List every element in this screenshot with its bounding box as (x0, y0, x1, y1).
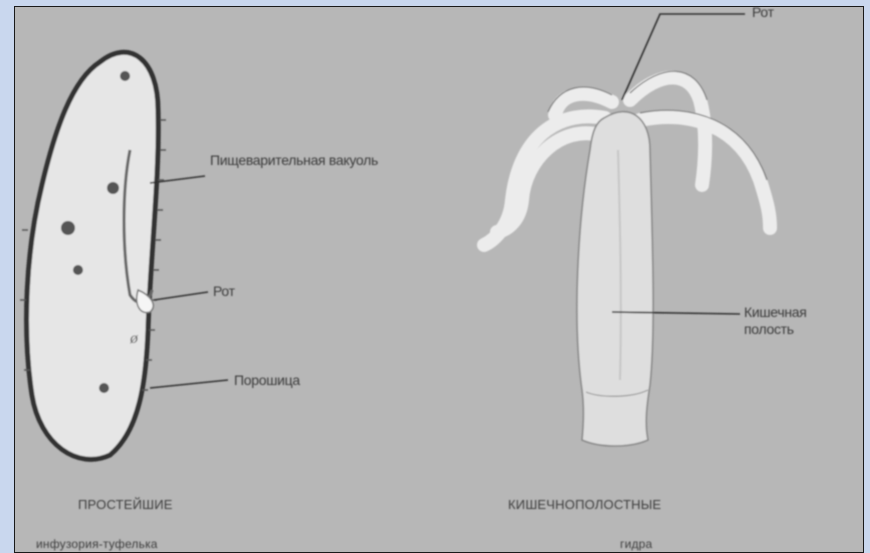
vacuole-dot (61, 221, 75, 235)
vacuole-dot (73, 265, 83, 275)
paramecium: ø (20, 52, 228, 459)
leader-line-mouth (154, 292, 208, 300)
vacuole-dot (99, 383, 109, 393)
vacuole-dot (120, 71, 130, 81)
hydra (484, 14, 770, 446)
label-hydra-mouth: Рот (752, 4, 774, 21)
leader-line-anal (150, 380, 228, 388)
svg-text:ø: ø (129, 330, 139, 347)
caption-hydra: гидра (620, 537, 652, 551)
label-gut-cavity: Кишечная полость (744, 304, 854, 338)
caption-coelenterates: КИШЕЧНОПОЛОСТНЫЕ (508, 497, 661, 512)
caption-paramecium: инфузория-туфелька (36, 537, 158, 551)
caption-protozoa: ПРОСТЕЙШИЕ (78, 497, 173, 512)
label-anal-pore: Порошица (234, 372, 300, 389)
vacuole-dot (107, 182, 119, 194)
label-digestive-vacuole: Пищеварительная вакуоль (210, 152, 440, 169)
label-paramecium-mouth: Рот (213, 283, 235, 300)
paramecium-body (27, 52, 159, 459)
